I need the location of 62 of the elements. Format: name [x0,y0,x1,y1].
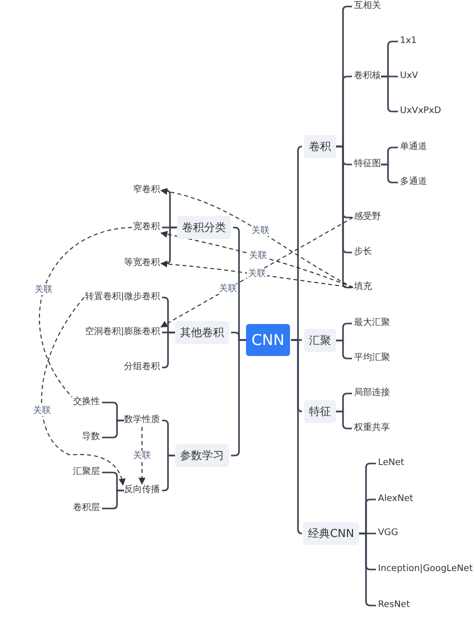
subtopic-text: LeNet [378,458,404,468]
subtopic-text: 分组卷积 [124,362,160,372]
subtopic-text: 填充 [354,282,372,292]
branch-line [231,339,246,456]
branch-line [291,339,303,534]
subtopic-text: 多通道 [400,176,427,188]
subtopic-text: 局部连接 [354,388,390,398]
relation-arrow [160,188,354,288]
topic-box: 特征 [304,400,336,422]
subtopic-text: Inception|GoogLeNet [378,564,473,574]
edge-label: 关联 [250,226,270,236]
subtopic-text: 数学性质 [124,414,160,426]
relation-arrow [160,260,354,288]
subtopic-text: 汇聚层 [73,466,100,478]
topic-box: 卷积 [304,134,336,158]
topic-box: 卷积分类 [177,216,231,238]
relation-arrow [160,230,354,288]
subtopic-text: 单通道 [400,142,427,152]
edge-label: 关联 [218,284,238,294]
subtopic-text: UxVxPxD [400,106,442,116]
subtopic-text: 等宽卷积 [124,258,160,268]
subtopic-text: 卷积核 [354,70,381,82]
relation-line [39,227,132,398]
subtopic-text: 互相关 [354,0,381,12]
central-topic-box: CNN [246,324,290,356]
topic-box: 参数学习 [175,444,229,466]
branch-line [381,164,398,184]
branch-line [336,340,352,360]
subtopic-text: AlexNet [378,494,414,504]
subtopic-text: 交换性 [73,396,100,408]
subtopic-text: 最大汇聚 [354,318,390,328]
relation-arrow [41,297,126,486]
branch-line [162,454,175,492]
subtopic-text: 步长 [354,246,372,258]
edge-label: 关联 [132,450,152,460]
relation-arrow [160,217,354,328]
subtopic-text: 卷积层 [73,502,100,514]
topic-box: 经典CNN [303,522,360,544]
relation-arrow [138,426,146,485]
branch-line [336,146,352,288]
subtopic-text: 1x1 [400,36,417,46]
subtopic-text: 空洞卷积|膨胀卷积 [85,326,160,338]
subtopic-text: 窄卷积 [133,184,160,196]
subtopic-text: 宽卷积 [133,222,160,232]
subtopic-text: VGG [378,528,398,538]
subtopic-text: 反向传播 [124,484,160,496]
edge-label: 关联 [32,406,52,416]
topic-box: 其他卷积 [175,320,229,344]
edge-label: 关联 [247,269,268,280]
subtopic-text: 特征图 [354,158,381,170]
topic-box: 汇聚 [304,328,336,352]
subtopic-text: 导数 [82,432,100,442]
subtopic-text: 转置卷积|微步卷积 [85,292,160,302]
edge-label: 关联 [248,250,268,261]
branch-line [336,410,352,430]
edge-label: 关联 [34,284,54,295]
subtopic-text: ResNet [378,600,410,610]
subtopic-text: 平均汇聚 [354,352,390,364]
subtopic-text: UxV [400,70,418,82]
subtopic-text: 感受野 [354,212,381,222]
branch-line [102,420,124,438]
subtopic-text: 权重共享 [354,422,390,434]
